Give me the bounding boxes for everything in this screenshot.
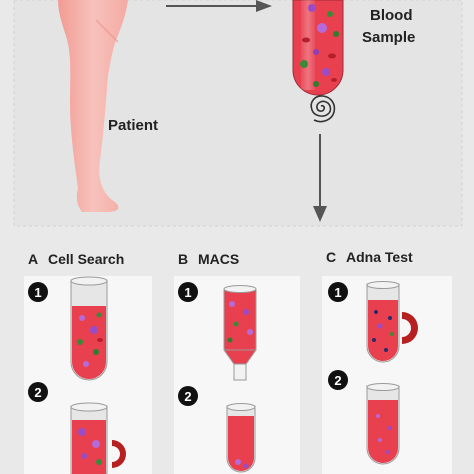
panel-b-letter: B <box>178 251 188 267</box>
panel-b-step-2-badge: 2 <box>178 386 198 406</box>
panel-a-letter: A <box>28 251 38 267</box>
arrow-to-sample <box>166 0 272 12</box>
centrifuge-spiral-icon <box>310 95 336 123</box>
panel-c-letter: C <box>326 249 336 265</box>
panel-a-tube-2 <box>70 402 108 474</box>
panel-b-heading: B MACS <box>178 251 239 267</box>
panel-c-title: Adna Test <box>346 249 413 265</box>
svg-text:2: 2 <box>184 389 191 404</box>
blood-label-line2: Sample <box>362 29 415 46</box>
panel-a-step-1-badge: 1 <box>28 282 48 302</box>
svg-text:1: 1 <box>334 285 341 300</box>
panel-c-heading: C Adna Test <box>326 249 413 265</box>
patient-label: Patient <box>108 117 158 134</box>
panel-b-column-1 <box>223 285 257 381</box>
panel-c-tube-2 <box>366 383 400 465</box>
panel-a-title: Cell Search <box>48 251 124 267</box>
svg-text:2: 2 <box>34 385 41 400</box>
panel-b-tube-2 <box>226 403 256 473</box>
panel-a-tube-1 <box>70 276 108 381</box>
patient-silhouette-icon <box>58 0 128 212</box>
svg-text:1: 1 <box>34 285 41 300</box>
panel-c-tube-1 <box>366 281 400 363</box>
panel-a-step-2-badge: 2 <box>28 382 48 402</box>
panel-c-step-2-badge: 2 <box>328 370 348 390</box>
panel-b-title: MACS <box>198 251 239 267</box>
panel-c-step-1-badge: 1 <box>328 282 348 302</box>
panel-a-heading: A Cell Search <box>28 251 124 267</box>
svg-text:1: 1 <box>184 285 191 300</box>
panel-b-step-1-badge: 1 <box>178 282 198 302</box>
magnet-icon <box>402 312 418 344</box>
magnet-icon <box>112 440 126 468</box>
svg-text:2: 2 <box>334 373 341 388</box>
blood-label-line1: Blood <box>370 7 413 24</box>
arrow-to-methods <box>313 134 327 222</box>
blood-sample-tube <box>292 0 344 96</box>
